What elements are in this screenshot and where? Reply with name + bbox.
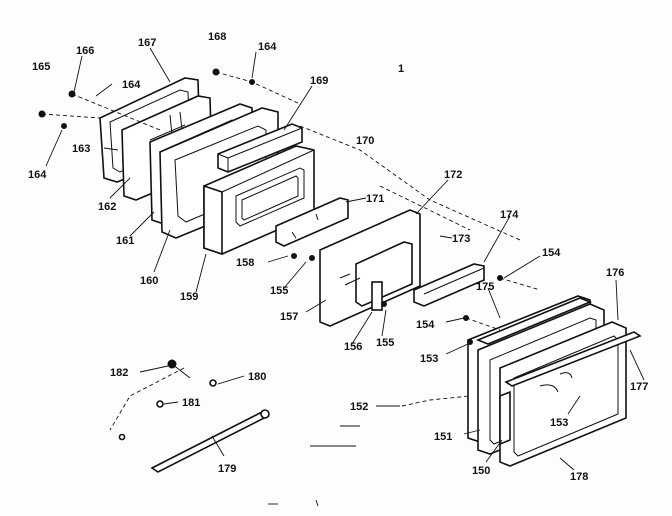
callout-157: 157 [280,311,298,323]
callout-170: 170 [356,135,374,147]
callout-155-left: 155 [270,285,288,297]
screw-153a [467,339,473,345]
callout-158: 158 [236,257,254,269]
callout-161: 161 [116,235,134,247]
callout-178: 178 [570,471,588,483]
part-173-strip [413,263,485,307]
screw-164a [61,123,67,129]
part-180-clip [209,379,217,387]
callout-151: 151 [434,431,452,443]
part-150-bracket [499,390,511,446]
callout-155-right: 155 [376,337,394,349]
callout-167: 167 [138,37,156,49]
callout-182: 182 [110,367,128,379]
screw-158 [291,253,297,259]
callout-166: 166 [76,45,94,57]
part-181-washer [156,400,164,408]
callout-153-right: 153 [550,417,568,429]
callout-172: 172 [444,169,462,181]
callout-168: 168 [208,31,226,43]
callout-165: 165 [32,61,50,73]
callout-164-top: 164 [258,41,277,53]
callout-179: 179 [218,463,236,475]
callout-180: 180 [248,371,266,383]
callout-169: 169 [310,75,328,87]
part-159-door-frame [203,145,315,256]
callout-160: 160 [140,275,158,287]
callout-154-right: 154 [542,247,561,259]
callout-173: 173 [452,233,470,245]
callout-labels: 165 166 167 168 164 164 169 170 163 164 … [28,31,648,483]
callout-164-left: 164 [28,169,47,181]
part-177-side-rod [504,331,642,387]
callout-154-left: 154 [416,319,435,331]
screw-155b [381,301,387,307]
callout-150: 150 [472,465,490,477]
assembly-lines [41,71,541,507]
callout-174: 174 [500,209,519,221]
part-178-door-glass [499,321,627,467]
misc-small-dot [118,433,126,441]
part-182-screw [167,359,191,379]
callout-153-left: 153 [420,353,438,365]
leader-lines [45,47,645,471]
part-175-top-trim [475,297,593,345]
callout-152: 152 [350,401,368,413]
part-171-plate [275,197,349,247]
figure-mark: 1 [398,63,404,75]
screw-155a [309,255,315,261]
callout-171: 171 [366,193,384,205]
callout-159: 159 [180,291,198,303]
part-179-rod [150,409,270,473]
callout-181: 181 [182,397,200,409]
part-172-outer-panel [319,209,421,327]
callout-164-mid: 164 [122,79,141,91]
callout-175: 175 [476,281,494,293]
callout-162: 162 [98,201,116,213]
callout-176: 176 [606,267,624,279]
callout-177: 177 [630,381,648,393]
callout-156: 156 [344,341,362,353]
part-169-handle-bar [217,123,303,173]
callout-163: 163 [72,143,90,155]
